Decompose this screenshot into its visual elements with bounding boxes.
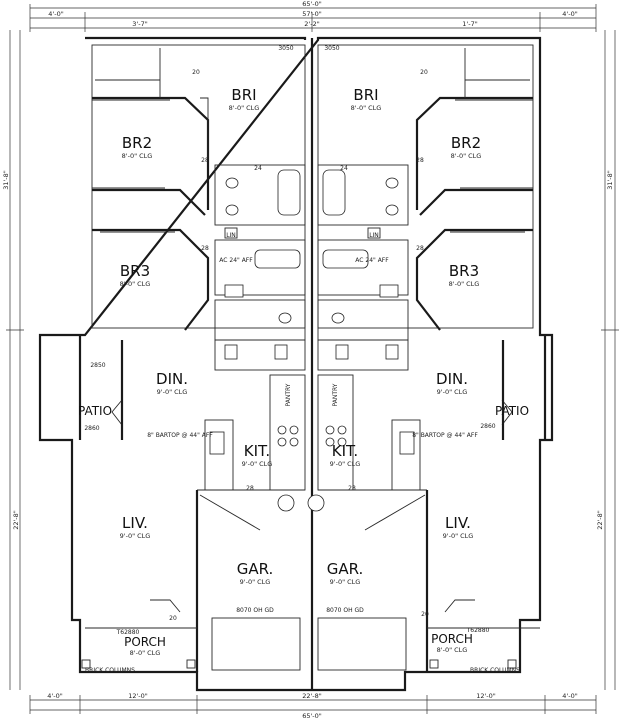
- window-label-patio-left: 2850: [90, 362, 105, 369]
- living-walls: [78, 335, 547, 672]
- door-tag-br3-left: 28: [201, 245, 209, 252]
- ceiling-din-right: 9'-0" CLG: [437, 388, 468, 396]
- dim-bottom-overall: 65'-0": [302, 712, 322, 720]
- ceiling-br1-right: 8'-0" CLG: [351, 104, 382, 112]
- room-br1-right: BRI: [353, 86, 378, 104]
- dim-bottom-left: 4'-0": [47, 692, 62, 700]
- door-tag-porch-left: 20: [169, 615, 177, 622]
- door-label-patio-left: 2860: [84, 425, 99, 432]
- room-porch-right: PORCH: [431, 632, 473, 646]
- room-gar-right: GAR.: [327, 560, 364, 578]
- bedroom-walls-left: [92, 48, 210, 331]
- window-label-top-left: 3050: [278, 45, 293, 52]
- ceiling-kit-left: 9'-0" CLG: [242, 460, 273, 468]
- porch-door-right: T62880: [466, 627, 490, 634]
- dim-top-left: 4'-0": [48, 10, 63, 18]
- brick-column-right: BRICK COLUMNS: [470, 667, 520, 674]
- door-tag-br1-right: 20: [420, 69, 428, 76]
- room-patio-left: PATIO: [78, 404, 112, 418]
- dim-left-upper: 31'-8": [2, 170, 10, 190]
- room-patio-right: PATIO: [495, 404, 529, 418]
- room-labels: BRI 8'-0" CLG BRI 8'-0" CLG BR2 8'-0" CL…: [78, 86, 529, 657]
- door-tag-br1-left: 20: [192, 69, 200, 76]
- door-label-patio-right: 2860: [480, 423, 495, 430]
- room-liv-right: LIV.: [445, 514, 471, 532]
- dim-right-upper: 31'-8": [606, 170, 614, 190]
- dim-top-sub-right: 1'-7": [462, 20, 477, 28]
- ceiling-porch-right: 8'-0" CLG: [437, 646, 468, 654]
- brick-column-left: BRICK COLUMNS: [85, 667, 135, 674]
- dim-bottom-right: 4'-0": [562, 692, 577, 700]
- door-tag-bath-left: 24: [254, 165, 262, 172]
- plan-notes: 3050 3050 2850 2860 2860 8" BARTOP @ 44"…: [84, 45, 520, 674]
- door-tag-gar-right: 28: [348, 485, 356, 492]
- room-kit-left: KIT.: [244, 442, 270, 460]
- door-tag-br2-right: 28: [416, 157, 424, 164]
- ceiling-liv-left: 9'-0" CLG: [120, 532, 151, 540]
- room-br2-right: BR2: [451, 134, 481, 152]
- door-tag-gar-left: 28: [246, 485, 254, 492]
- central-core: [214, 164, 409, 371]
- bedroom-walls-right: [415, 48, 533, 331]
- dimension-labels: 65'-0" 4'-0" 57'-0" 4'-0" 3'-7" 2'-2" 1'…: [2, 0, 614, 720]
- pantry-right: PANTRY: [332, 383, 339, 406]
- room-br2-left: BR2: [122, 134, 152, 152]
- room-porch-left: PORCH: [124, 635, 166, 649]
- dim-bottom-a: 12'-0": [128, 692, 148, 700]
- room-din-right: DIN.: [436, 370, 468, 388]
- room-din-left: DIN.: [156, 370, 188, 388]
- door-tag-porch-right: 20: [421, 611, 429, 618]
- bartop-note-right: 8" BARTOP @ 44" AFF: [412, 432, 478, 439]
- garage-door-right: 8070 OH GD: [326, 607, 364, 614]
- linen-left: LIN: [226, 232, 236, 239]
- ceiling-liv-right: 9'-0" CLG: [443, 532, 474, 540]
- room-br1-left: BRI: [231, 86, 256, 104]
- ceiling-br1-left: 8'-0" CLG: [229, 104, 260, 112]
- ceiling-br2-left: 8'-0" CLG: [122, 152, 153, 160]
- ceiling-br3-right: 8'-0" CLG: [449, 280, 480, 288]
- dim-bottom-center: 22'-8": [302, 692, 322, 700]
- room-liv-left: LIV.: [122, 514, 148, 532]
- door-tag-br3-right: 28: [416, 245, 424, 252]
- ceiling-gar-right: 9'-0" CLG: [330, 578, 361, 586]
- bartop-note-left: 8" BARTOP @ 44" AFF: [147, 432, 213, 439]
- ceiling-kit-right: 9'-0" CLG: [330, 460, 361, 468]
- room-kit-right: KIT.: [332, 442, 358, 460]
- dim-top-overall: 65'-0": [302, 0, 322, 8]
- ceiling-din-left: 9'-0" CLG: [157, 388, 188, 396]
- dim-bottom-b: 12'-0": [476, 692, 496, 700]
- dimension-lines: [6, 4, 619, 714]
- linen-right: LIN: [369, 232, 379, 239]
- door-tag-br2-left: 28: [201, 157, 209, 164]
- dim-top-sub-left: 3'-7": [132, 20, 147, 28]
- room-br3-left: BR3: [120, 262, 150, 280]
- ceiling-br2-right: 8'-0" CLG: [451, 152, 482, 160]
- ceiling-porch-left: 8'-0" CLG: [130, 649, 161, 657]
- dim-right-lower: 22'-8": [596, 510, 604, 530]
- dim-left-lower: 22'-8": [12, 510, 20, 530]
- ceiling-gar-left: 9'-0" CLG: [240, 578, 271, 586]
- door-tag-bath-right: 24: [340, 165, 348, 172]
- room-gar-left: GAR.: [237, 560, 274, 578]
- window-label-top-right: 3050: [324, 45, 339, 52]
- dim-top-center: 57'-0": [302, 10, 322, 18]
- dim-top-right: 4'-0": [562, 10, 577, 18]
- room-br3-right: BR3: [449, 262, 479, 280]
- ac-note-left: AC 24" AFF: [219, 257, 253, 264]
- porch-door-left: T62880: [116, 629, 140, 636]
- ceiling-br3-left: 8'-0" CLG: [120, 280, 151, 288]
- pantry-left: PANTRY: [285, 383, 292, 406]
- dim-top-sub-center: 2'-2": [304, 20, 319, 28]
- ac-note-right: AC 24" AFF: [355, 257, 389, 264]
- garage-door-left: 8070 OH GD: [236, 607, 274, 614]
